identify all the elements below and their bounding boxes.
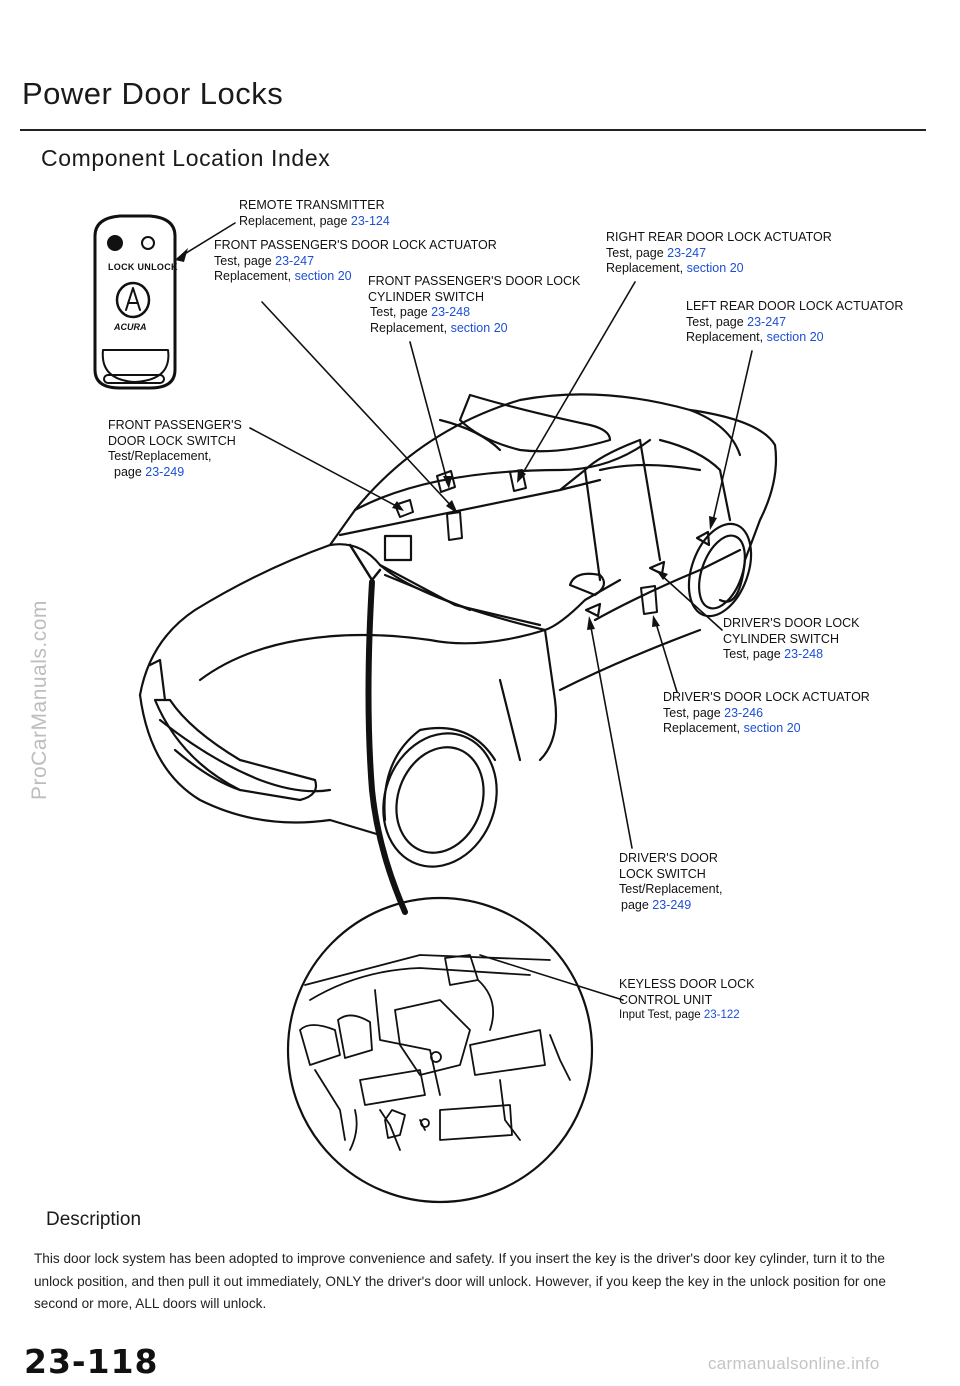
pass-cylinder-marker xyxy=(446,511,463,541)
section-reference-link[interactable]: section 20 xyxy=(686,261,744,275)
page-reference-link[interactable]: 23-122 xyxy=(703,1009,740,1021)
title-divider xyxy=(20,129,926,131)
page-title: Power Door Locks xyxy=(22,76,284,111)
callout-right-rear-actuator: RIGHT REAR DOOR LOCK ACTUATOR Test, page… xyxy=(606,230,832,277)
page-number: 23-118 xyxy=(24,1342,159,1381)
side-watermark: ProCarManuals.com xyxy=(28,600,51,800)
callout-front-pass-lock-switch: FRONT PASSENGER'S DOOR LOCK SWITCH Test/… xyxy=(108,418,242,480)
callout-text: Input Test, page xyxy=(619,1009,704,1021)
lock-button-drawing xyxy=(107,235,123,251)
callout-text: Test/Replacement, xyxy=(619,882,723,896)
callout-text: Test, page xyxy=(686,314,748,329)
description-body: This door lock system has been adopted t… xyxy=(34,1251,886,1311)
callout-drivers-actuator: DRIVER'S DOOR LOCK ACTUATOR Test, page 2… xyxy=(663,690,870,737)
callout-name: DRIVER'S DOOR LOCK ACTUATOR xyxy=(663,690,870,704)
callout-name: FRONT PASSENGER'S xyxy=(108,418,242,432)
remote-transmitter-drawing xyxy=(93,214,177,390)
callout-drivers-lock-switch: DRIVER'S DOOR LOCK SWITCH Test/Replaceme… xyxy=(619,851,723,913)
callout-front-pass-cylinder-switch: FRONT PASSENGER'S DOOR LOCK CYLINDER SWI… xyxy=(368,274,580,336)
page-reference-link[interactable]: 23-247 xyxy=(747,314,787,329)
section-reference-link[interactable]: section 20 xyxy=(743,721,801,735)
callout-remote-transmitter: REMOTE TRANSMITTER Replacement, page 23-… xyxy=(239,198,390,229)
callout-text: Test, page xyxy=(663,705,725,720)
callout-text: Test/Replacement, xyxy=(108,449,212,463)
page-reference-link[interactable]: 23-249 xyxy=(652,897,692,912)
callout-keyless-control-unit: KEYLESS DOOR LOCK CONTROL UNIT Input Tes… xyxy=(619,977,754,1024)
bottom-watermark: carmanualsonline.info xyxy=(708,1354,880,1373)
page-reference-link[interactable]: 23-247 xyxy=(275,253,315,268)
callout-text: page xyxy=(621,897,653,912)
callout-text: Replacement, xyxy=(214,269,295,283)
keyfob-lock-unlock-label: LOCK UNLOCK xyxy=(108,262,178,272)
callout-text: Replacement, page xyxy=(239,213,351,228)
callout-name: FRONT PASSENGER'S DOOR LOCK xyxy=(368,274,581,288)
callout-name: CONTROL UNIT xyxy=(619,992,713,1007)
section-reference-link[interactable]: section 20 xyxy=(450,320,508,335)
page-reference-link[interactable]: 23-248 xyxy=(784,647,824,661)
callout-text: Test, page xyxy=(214,253,276,268)
callout-text: Test, page xyxy=(723,647,785,661)
control-unit-marker xyxy=(383,534,413,562)
callout-text: Test, page xyxy=(370,305,432,319)
control-unit-inset xyxy=(286,896,594,1204)
callout-text: Replacement, xyxy=(606,261,687,275)
car-body-drawing xyxy=(138,393,778,868)
description-heading: Description xyxy=(46,1209,142,1230)
section-title: Component Location Index xyxy=(41,145,331,171)
callout-text: Test, page xyxy=(606,245,668,260)
callout-text: page xyxy=(114,464,146,479)
callout-text: Replacement, xyxy=(686,330,767,344)
callout-left-rear-actuator: LEFT REAR DOOR LOCK ACTUATOR Test, page … xyxy=(686,299,903,346)
callout-name: DRIVER'S DOOR xyxy=(619,851,718,865)
section-reference-link[interactable]: section 20 xyxy=(294,269,352,283)
callout-drivers-cylinder-switch: DRIVER'S DOOR LOCK CYLINDER SWITCH Test,… xyxy=(723,616,859,663)
page-reference-link[interactable]: 23-124 xyxy=(350,213,390,228)
callout-name: DOOR LOCK SWITCH xyxy=(108,433,236,448)
pass-switch-marker xyxy=(394,499,414,518)
keyfob-brand: ACURA xyxy=(114,322,147,332)
section-reference-link[interactable]: section 20 xyxy=(766,330,824,344)
callout-name: LOCK SWITCH xyxy=(619,866,706,881)
callout-name: REMOTE TRANSMITTER xyxy=(239,198,385,212)
callout-text: Replacement, xyxy=(370,320,451,335)
page-reference-link[interactable]: 23-247 xyxy=(667,245,707,260)
unlock-button-drawing xyxy=(141,236,155,250)
callout-name: CYLINDER SWITCH xyxy=(723,631,839,646)
callout-name: RIGHT REAR DOOR LOCK ACTUATOR xyxy=(606,230,832,244)
callout-name: KEYLESS DOOR LOCK xyxy=(619,977,755,991)
page-reference-link[interactable]: 23-246 xyxy=(724,705,764,720)
page-reference-link[interactable]: 23-248 xyxy=(431,305,471,319)
page-reference-link[interactable]: 23-249 xyxy=(145,464,185,479)
callout-name: DRIVER'S DOOR LOCK xyxy=(723,616,860,630)
pass-actuator-marker xyxy=(436,470,456,493)
drivers-actuator-marker xyxy=(640,585,658,615)
callout-name: CYLINDER SWITCH xyxy=(368,289,484,304)
callout-text: Replacement, xyxy=(663,721,744,735)
callout-name: LEFT REAR DOOR LOCK ACTUATOR xyxy=(686,299,904,313)
callout-name: FRONT PASSENGER'S DOOR LOCK ACTUATOR xyxy=(214,238,497,252)
callout-front-pass-actuator: FRONT PASSENGER'S DOOR LOCK ACTUATOR Tes… xyxy=(214,238,497,285)
